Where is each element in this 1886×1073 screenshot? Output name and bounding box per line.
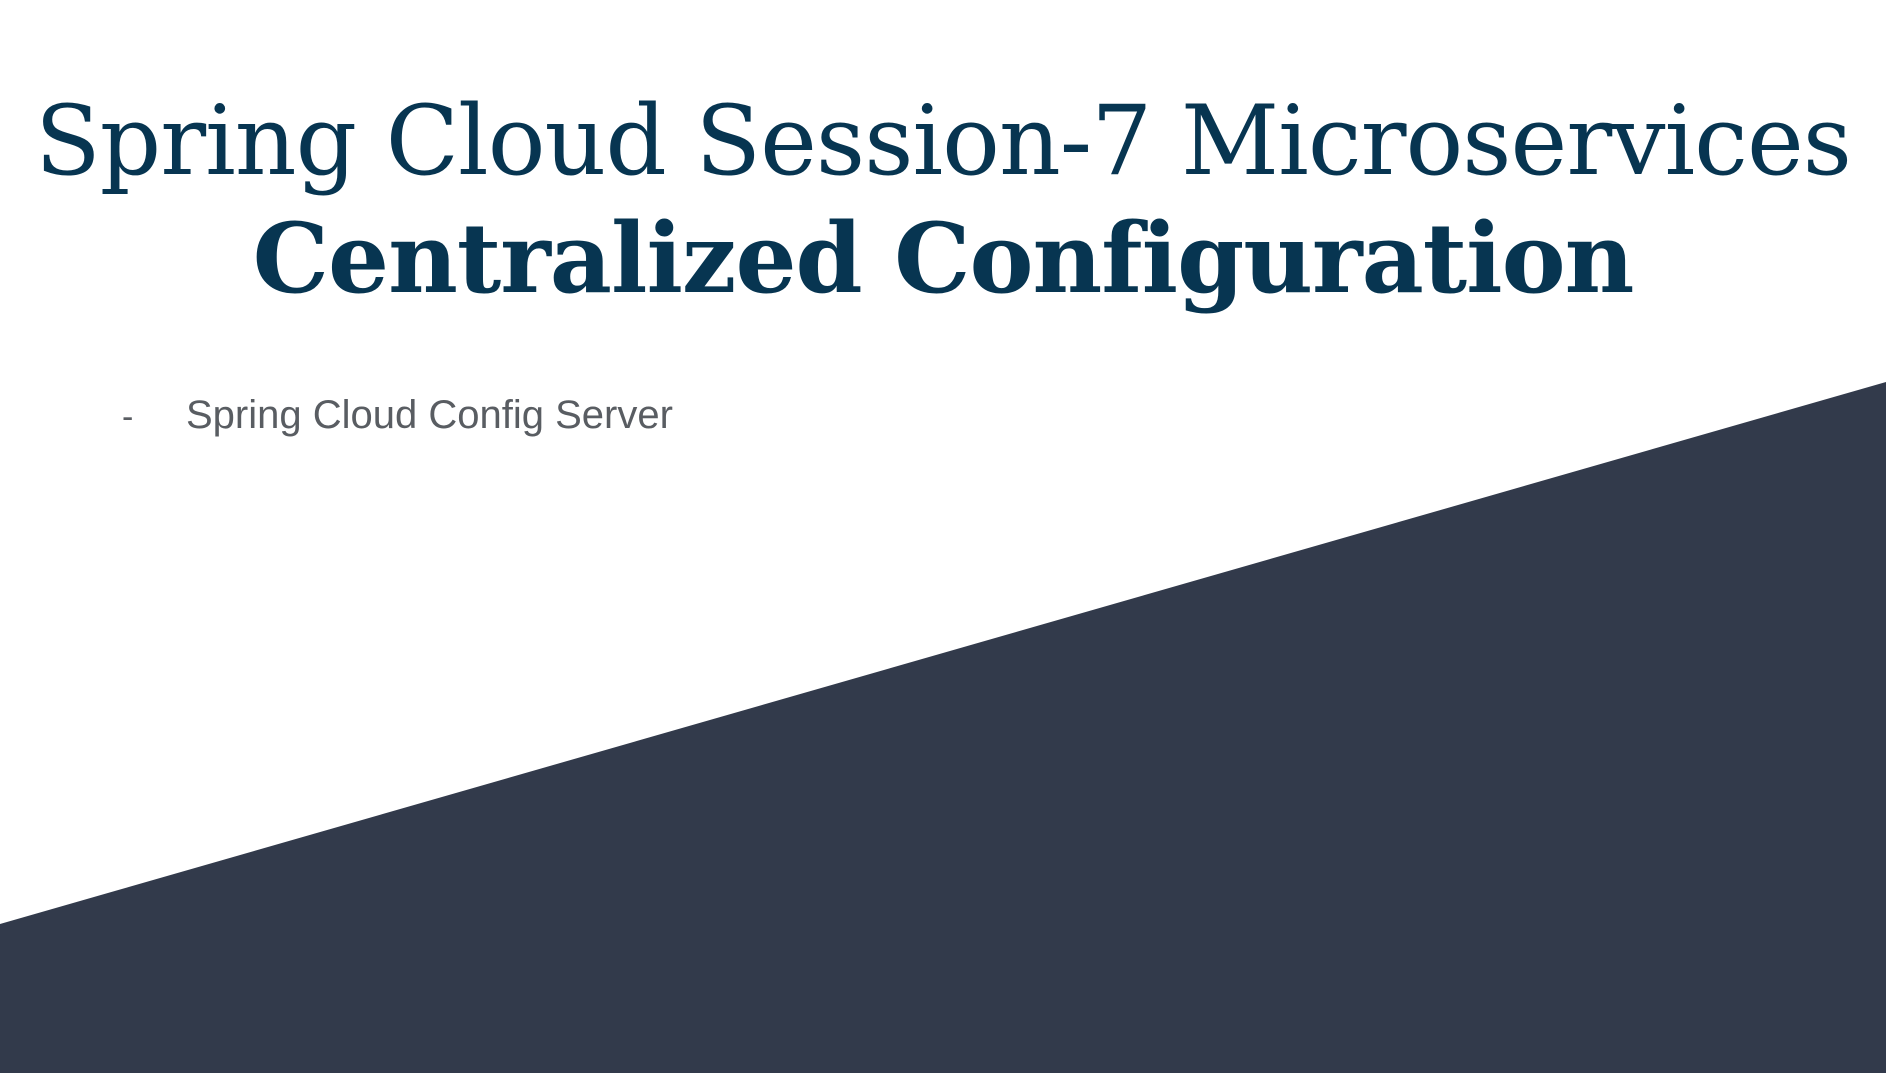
slide-title-line-1: Spring Cloud Session-7 Microservices: [34, 85, 1852, 197]
bullet-marker: -: [122, 398, 134, 436]
slide-title: Spring Cloud Session-7 Microservices Cen…: [0, 82, 1886, 318]
slide-title-line-2: Centralized Configuration: [252, 202, 1635, 315]
bullet-list: - Spring Cloud Config Server: [122, 392, 673, 440]
bullet-item: - Spring Cloud Config Server: [122, 392, 673, 440]
accent-polygon: [0, 382, 1886, 1073]
bullet-text: Spring Cloud Config Server: [186, 393, 673, 437]
